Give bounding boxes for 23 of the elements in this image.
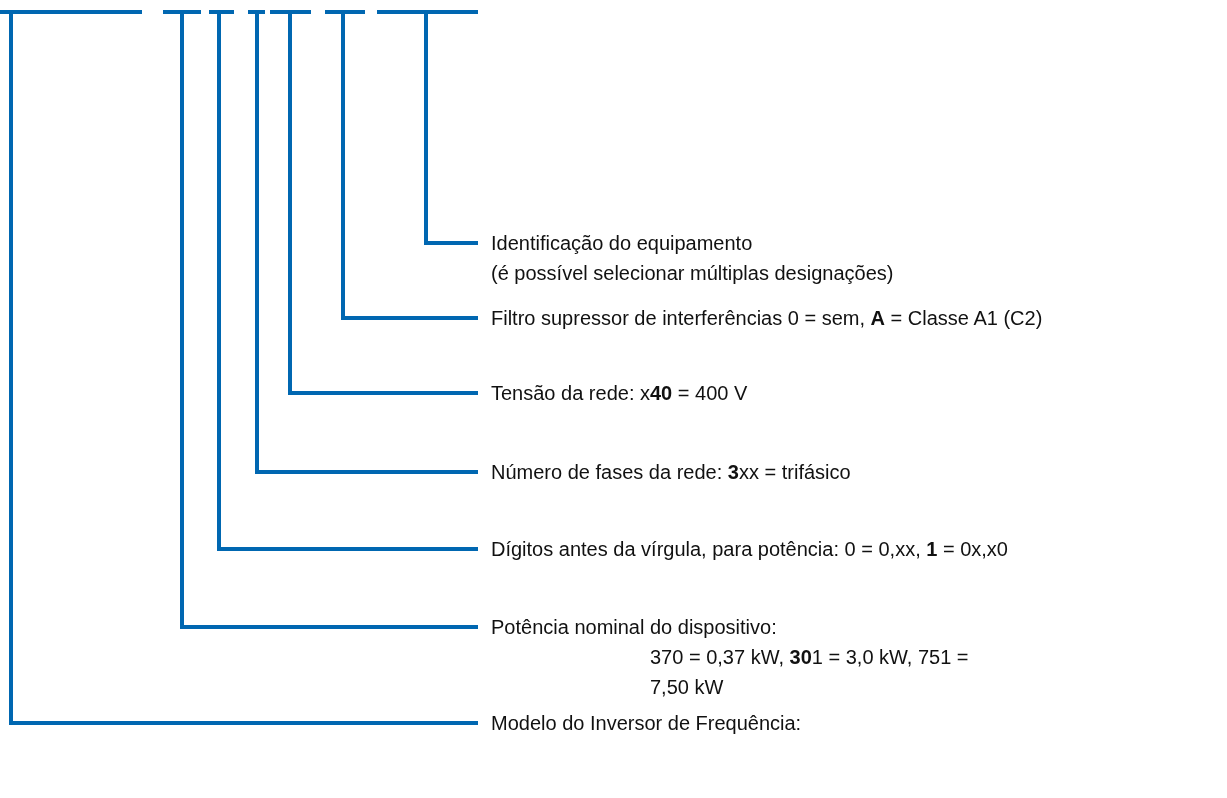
- underline-bar: [270, 10, 311, 14]
- description-text: Potência nominal do dispositivo:: [491, 615, 778, 640]
- leader-line: [424, 14, 478, 245]
- description-text: Filtro supressor de interferências 0 = sem, A = Classe A1 (C2): [491, 306, 1043, 331]
- leader-line: [217, 14, 478, 551]
- description-note: (é possível selecionar múltiplas designações): [491, 261, 894, 286]
- leader-line: [9, 14, 478, 725]
- underline-bar: [0, 10, 142, 14]
- underline-bar: [248, 10, 265, 14]
- underline-bar: [377, 10, 478, 14]
- description-text: Tensão da rede: x40 = 400 V: [491, 381, 748, 406]
- description-text: Número de fases da rede: 3xx = trifásico: [491, 460, 851, 485]
- leader-line: [255, 14, 478, 474]
- description-text: Modelo do Inversor de Frequência:: [491, 711, 802, 736]
- description-note: 370 = 0,37 kW, 301 = 3,0 kW, 751 = 7,50 kW: [650, 645, 970, 700]
- leader-line: [180, 14, 478, 629]
- leader-line: [288, 14, 478, 395]
- underline-bar: [163, 10, 201, 14]
- underline-bar: [325, 10, 365, 14]
- description-text: Identificação do equipamento: [491, 231, 754, 256]
- leader-line: [341, 14, 478, 320]
- underline-bar: [209, 10, 234, 14]
- description-text: Dígitos antes da vírgula, para potência: 0 = 0,xx, 1 = 0x,x0: [491, 537, 1008, 562]
